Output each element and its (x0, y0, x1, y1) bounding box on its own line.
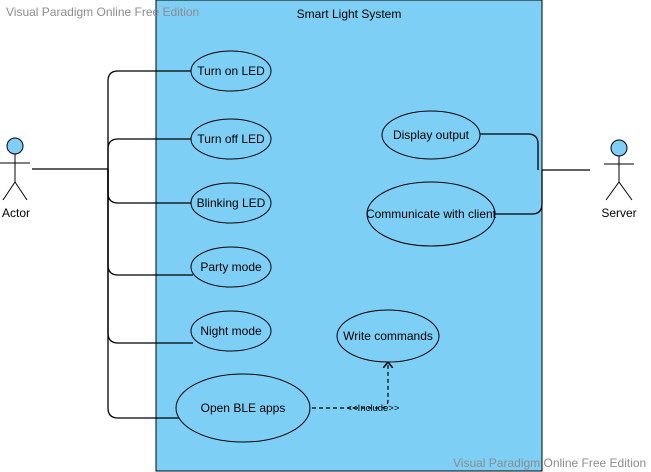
use-case-turn-on-led[interactable]: Turn on LED (190, 50, 272, 92)
use-case-label: Turn on LED (197, 64, 265, 78)
actor-head (610, 139, 628, 157)
use-case-party-mode[interactable]: Party mode (190, 246, 272, 288)
system-title: Smart Light System (297, 7, 402, 21)
use-case-label: Open BLE apps (201, 401, 286, 415)
actor-label: Server (601, 206, 636, 220)
use-case-blinking-led[interactable]: Blinking LED (190, 182, 272, 224)
use-case-label: Party mode (200, 260, 262, 274)
include-relation: <<Include>> (312, 362, 400, 414)
use-case-night-mode[interactable]: Night mode (190, 310, 272, 352)
use-case-label: Turn off LED (197, 132, 265, 146)
use-case-label: Display output (393, 128, 470, 142)
use-case-label: Blinking LED (197, 196, 266, 210)
use-case-communicate-with-client[interactable]: Communicate with client (366, 181, 497, 247)
watermark-top: Visual Paradigm Online Free Edition (6, 5, 200, 19)
use-case-label: Write commands (343, 329, 433, 343)
actor-left[interactable]: Actor (0, 137, 30, 220)
server-associations (472, 133, 590, 215)
use-case-open-ble-apps[interactable]: Open BLE apps (175, 373, 311, 443)
use-case-label: Communicate with client (366, 207, 497, 221)
actor-associations (32, 70, 193, 419)
watermark-bottom: Visual Paradigm Online Free Edition (453, 456, 647, 470)
actor-label: Actor (2, 206, 30, 220)
actor-right[interactable]: Server (601, 139, 637, 220)
actor-head (6, 137, 24, 155)
use-case-turn-off-led[interactable]: Turn off LED (190, 118, 272, 160)
use-case-write-commands[interactable]: Write commands (336, 309, 440, 363)
use-case-display-output[interactable]: Display output (381, 110, 481, 160)
use-case-label: Night mode (200, 324, 262, 338)
include-label: <<Include>> (347, 403, 400, 414)
